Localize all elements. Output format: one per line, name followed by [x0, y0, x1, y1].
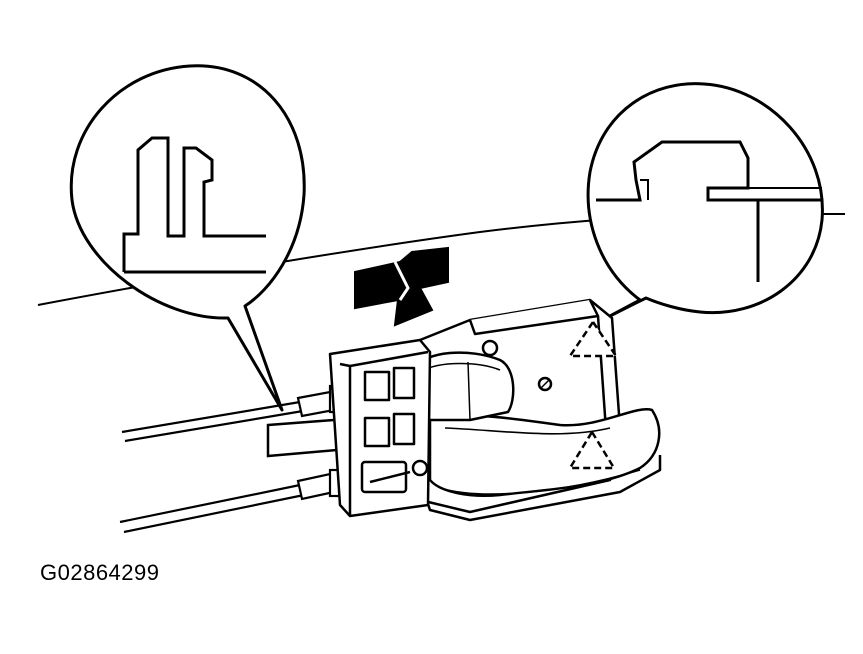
caution-triangle-upper — [567, 319, 619, 358]
caution-triangle-lower — [567, 429, 617, 470]
door-handle-lever — [418, 408, 662, 522]
left-detail-callout — [69, 64, 306, 412]
control-cables — [119, 400, 305, 534]
figure-reference-code: G02864299 — [40, 560, 160, 585]
clip-profile-left — [122, 136, 266, 272]
cable-connector-frame — [328, 338, 432, 518]
bold-push-arrow-icon — [354, 246, 449, 327]
right-detail-callout — [586, 82, 824, 318]
clip-profile-right — [596, 140, 822, 202]
